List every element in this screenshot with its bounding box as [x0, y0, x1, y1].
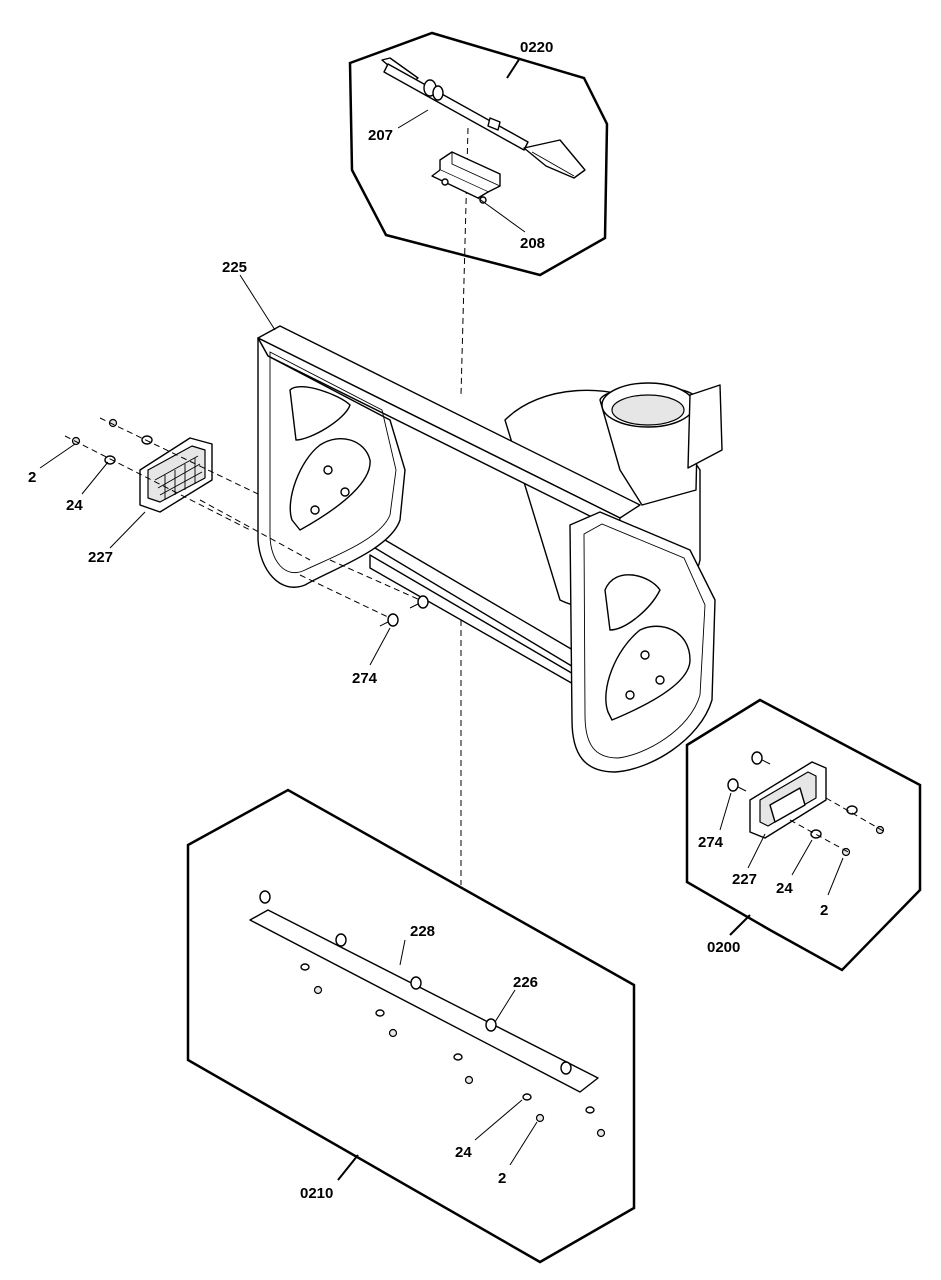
- label-0200: 0200: [707, 939, 740, 956]
- label-left-nut-2: 2: [28, 469, 36, 486]
- label-kit-shoe-227: 227: [732, 871, 757, 888]
- label-left-washer-24: 24: [66, 497, 83, 514]
- label-scraper-nut-2: 2: [498, 1170, 506, 1187]
- label-kit-washer-24: 24: [776, 880, 793, 897]
- label-207: 207: [368, 127, 393, 144]
- label-scraper-washer-24: 24: [455, 1144, 472, 1161]
- scraper-bar: [249, 909, 599, 1093]
- label-carriage-bolt-274: 274: [352, 670, 378, 687]
- scraper-bolts-washers-nuts: [259, 890, 606, 1138]
- leader-lines: [39, 57, 844, 1181]
- left-skid-shoe: [139, 437, 213, 513]
- label-kit-bolt-274: 274: [698, 834, 724, 851]
- label-kit-nut-2: 2: [820, 902, 828, 919]
- kit-bolts-washers-nuts: [727, 751, 886, 857]
- label-left-shoe-227: 227: [88, 549, 113, 566]
- chute-rod: [381, 57, 586, 179]
- label-226: 226: [513, 974, 538, 991]
- kit-shoe: [749, 761, 827, 839]
- label-0220: 0220: [520, 39, 553, 56]
- carriage-bolts: [299, 559, 429, 627]
- label-208: 208: [520, 235, 545, 252]
- label-0210: 0210: [300, 1185, 333, 1202]
- label-225: 225: [222, 259, 247, 276]
- kit-0200-outline: [685, 698, 922, 972]
- rod-bracket: [431, 151, 501, 204]
- kit-0210-outline: [186, 788, 636, 1264]
- left-washers-nuts: [64, 417, 311, 561]
- auger-housing: [257, 325, 723, 773]
- kit-0220-outline: [348, 31, 609, 277]
- label-228: 228: [410, 923, 435, 940]
